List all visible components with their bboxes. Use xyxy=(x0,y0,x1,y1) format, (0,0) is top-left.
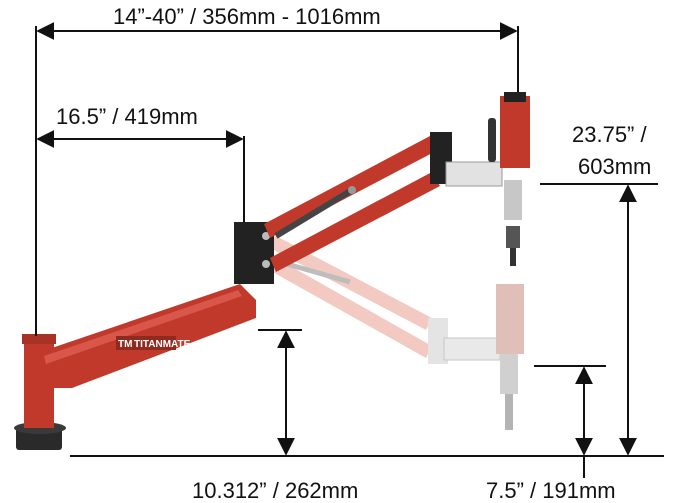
gas-spring xyxy=(274,187,354,239)
dimension-labels: 14”-40” / 356mm - 1016mm 16.5” / 419mm 2… xyxy=(56,2,651,503)
logo-mark: TM xyxy=(118,339,132,350)
upper-link-bottom xyxy=(270,172,440,272)
ghost-arm-lower-position xyxy=(262,236,524,430)
base-height-label: 10.312” / 262mm xyxy=(192,478,358,503)
vertical-travel-label-line2: 603mm xyxy=(578,154,651,179)
chuck xyxy=(504,180,522,220)
dimension-lines xyxy=(35,22,664,478)
elbow-bolt-top xyxy=(262,232,270,240)
base-foot xyxy=(16,428,62,450)
low-height-label: 7.5” / 191mm xyxy=(486,478,616,503)
titanmate-logo: TM TITANMATE xyxy=(116,336,191,350)
tap-bit xyxy=(510,248,516,266)
ghost-gas-spring xyxy=(279,259,351,285)
ghost-tapping-motor xyxy=(496,284,524,354)
logo-badge xyxy=(116,336,176,350)
elbow-bolt-bottom xyxy=(262,260,270,268)
tool-head-raised xyxy=(430,92,530,266)
ghost-lower-link xyxy=(262,258,432,358)
base-arm-label: 16.5” / 419mm xyxy=(56,104,198,129)
ghost-tool-bracket xyxy=(428,318,448,364)
gas-spring-pivot xyxy=(348,186,356,194)
elbow-joint xyxy=(234,222,274,284)
logo-text: TITANMATE xyxy=(134,339,191,350)
ghost-slide-plate xyxy=(443,337,501,361)
tapping-motor xyxy=(500,96,530,168)
tap-collet xyxy=(506,226,520,248)
reach-range-label: 14”-40” / 356mm - 1016mm xyxy=(113,4,381,29)
ghost-tap-bit xyxy=(505,394,513,430)
column-cap xyxy=(22,334,56,344)
ghost-chuck xyxy=(500,354,518,394)
base-arm: TM TITANMATE xyxy=(40,284,256,388)
upper-arm-raised xyxy=(264,136,440,272)
handle-lever xyxy=(488,118,496,162)
slide-plate xyxy=(445,161,503,187)
vertical-travel-label-line1: 23.75” / xyxy=(572,122,647,147)
motor-cap xyxy=(504,92,526,102)
base-arm-highlight xyxy=(44,290,242,364)
